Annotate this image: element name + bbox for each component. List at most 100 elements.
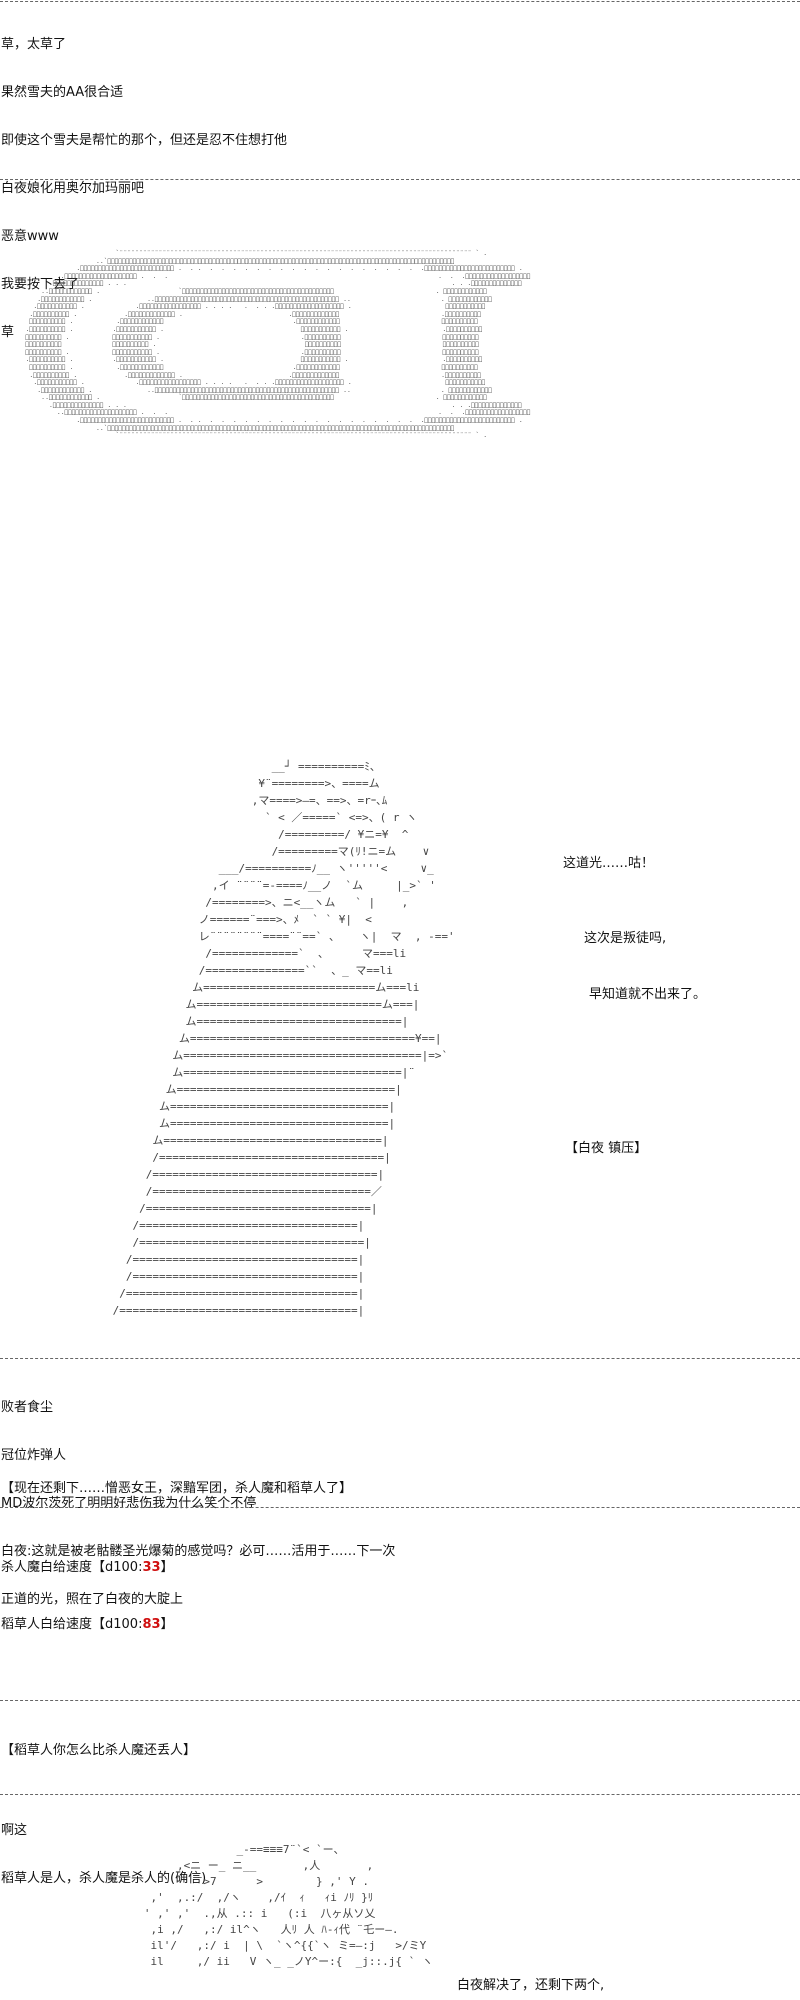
ascii-art-line: ,マ====>―=、==>、=rｰ､ﾑ xyxy=(106,794,388,807)
remaining-status: 【现在还剩下……憎恶女王，深黯军团，杀人魔和稻草人了】 xyxy=(1,1481,353,1496)
ascii-art-line: _-==≡≡≡7¨`< `ー、 xyxy=(18,1843,345,1856)
ascii-art-line: ,i ,/ ,:/ il^ヽ 人ﾘ 人 ﾊ-ｨ代 ¨乇ー―. xyxy=(18,1923,399,1936)
dice-roll-scarecrow: 稻草人白给速度【d100:83】 xyxy=(1,1617,174,1633)
ascii-art-line: __┘ ==========ﾐ、 xyxy=(106,760,381,773)
ascii-art-line: /==================================| xyxy=(106,1253,365,1266)
comment-line: 稻草人是人，杀人魔是杀人的(确信) xyxy=(1,1871,207,1886)
ascii-art-line: ム=================================| xyxy=(106,1100,396,1113)
ascii-art-line: /=========/ ¥ニ=¥ ^ xyxy=(106,828,409,841)
ascii-art-line: ¥¨========>、====ム xyxy=(106,777,380,790)
comment-line: 正道的光，照在了白夜的大腚上 xyxy=(1,1592,184,1607)
ascii-art-line: ム====================================|=>… xyxy=(106,1049,449,1062)
ascii-art-line: レ¨¨¨¨¨¨¨¨====¨¨==` 、 ヽ| マ , -==' xyxy=(106,930,455,943)
ascii-art-line: ム==================================¥==| xyxy=(106,1032,442,1045)
dice-value: 33 xyxy=(142,1560,161,1575)
ascii-art-line: ' ,' ,' .,从 .:: i (:i 八ヶ从ソ乂 xyxy=(18,1907,376,1920)
ascii-art-line: .ﾞﾞﾞﾞﾞﾞﾞﾞﾞﾞ . .ﾞﾞﾞﾞﾞﾞﾞﾞﾞﾞﾞ . ﾞﾞﾞﾞﾞﾞﾞﾞﾞﾞﾞ… xyxy=(10,325,483,333)
comment-line: 啊这 xyxy=(1,1823,28,1838)
ascii-art-line: `¨¨¨¨¨¨¨¨¨¨¨¨¨¨¨¨¨¨¨¨¨¨¨¨¨¨¨¨¨¨¨¨¨¨¨¨¨¨¨… xyxy=(10,432,488,440)
ascii-art-line: /===================================| xyxy=(106,1287,365,1300)
ascii-art-line: .ﾞﾞﾞﾞﾞﾞﾞﾞﾞﾞﾞﾞﾞﾞﾞﾞﾞﾞﾞﾞﾞﾞﾞﾞﾞﾞ . . . . . . … xyxy=(10,265,523,273)
ascii-art-line: .ﾞﾞﾞﾞﾞﾞﾞﾞﾞﾞﾞﾞﾞﾞﾞﾞﾞﾞﾞﾞﾞﾞﾞﾞﾞﾞ . . . . . . … xyxy=(10,417,523,425)
ascii-art-line: ム==========================ム===li xyxy=(106,981,420,994)
figure-ascii-art: __┘ ==========ﾐ、 ¥¨========>、====ム ,マ===… xyxy=(106,758,455,1319)
ascii-art-line: /==================================| xyxy=(106,1270,365,1283)
action-label: 【白夜 镇压】 xyxy=(565,1141,648,1156)
ascii-art-line: /=========マ(ﾘ!ニ=ム ∨ xyxy=(106,845,430,858)
bottom-comments: 【稻草人你怎么比杀人魔还丢人】 啊这 稻草人是人，杀人魔是杀人的(确信) xyxy=(1,1711,206,1919)
ascii-art-line: /====================================| xyxy=(106,1304,365,1317)
comment-line: 草，太草了 xyxy=(1,37,67,52)
ascii-art-line: ム=================================| xyxy=(106,1083,402,1096)
ascii-art-line: ノ======¨===>、ﾒ ` ` ¥| < xyxy=(106,913,372,926)
comment-line: 白夜娘化用奥尔加玛丽吧 xyxy=(1,181,145,196)
ascii-art-line: /==================================| xyxy=(106,1202,378,1215)
ascii-art-line: ﾞﾞﾞﾞﾞﾞﾞﾞﾞﾞ . ﾞﾞﾞﾞﾞﾞﾞﾞﾞﾞﾞ . .ﾞﾞﾞﾞﾞﾞﾞﾞﾞﾞ ﾞ… xyxy=(10,348,479,356)
comment-line: 我要按下去了 xyxy=(1,277,80,292)
divider xyxy=(0,1794,800,1795)
divider xyxy=(0,1358,800,1359)
comment-line: 【稻草人你怎么比杀人魔还丢人】 xyxy=(1,1743,197,1758)
comment-line: 败者食尘 xyxy=(1,1400,54,1415)
comment-line: 恶意www xyxy=(1,229,59,244)
ascii-art-line: ..ﾞﾞﾞﾞﾞﾞﾞﾞﾞﾞﾞﾞ . `ﾞﾞﾞﾞﾞﾞﾞﾞﾞﾞﾞﾞﾞﾞﾞﾞﾞﾞﾞﾞﾞﾞ… xyxy=(10,287,488,295)
ascii-art-line: /==================================| xyxy=(106,1151,391,1164)
dice-label: 稻草人白给速度【d100: xyxy=(1,1617,143,1632)
ascii-art-line: .ﾞﾞﾞﾞﾞﾞﾞﾞﾞﾞﾞﾞ . ..ﾞﾞﾞﾞﾞﾞﾞﾞﾞﾞﾞﾞﾞﾞﾞﾞﾞﾞﾞﾞﾞﾞ… xyxy=(10,295,493,303)
dice-close: 】 xyxy=(160,1560,174,1575)
middle-comments: 败者食尘 冠位炸弹人 MD波尔茨死了明明好悲伤我为什么笑个不停 白夜:这就是被老… xyxy=(1,1368,395,1640)
dice-roll-killer: 杀人魔白给速度【d100:33】 xyxy=(1,1560,174,1576)
ascii-art-line: ム============================ム===| xyxy=(106,998,420,1011)
ascii-art-line: il'/ ,:/ i | \ `ヽ^{{`ヽ ミ=—:j >/ミY xyxy=(18,1939,427,1952)
dialogue-line: 这道光……咕！ xyxy=(563,856,655,871)
ascii-art-line: ,' ,.:/ ,/ヽ ,/ｲ ｨ ｨi ﾉﾘ }ﾘ xyxy=(18,1891,374,1904)
dialogue-line: 早知道就不出来了。 xyxy=(589,987,707,1002)
ascii-art-line: .ﾞﾞﾞﾞﾞﾞﾞﾞﾞﾞﾞﾞﾞﾞ . . . . . .ﾞﾞﾞﾞﾞﾞﾞﾞﾞﾞﾞﾞﾞ… xyxy=(10,280,522,288)
ascii-art-line: `¨¨¨¨¨¨¨¨¨¨¨¨¨¨¨¨¨¨¨¨¨¨¨¨¨¨¨¨¨¨¨¨¨¨¨¨¨¨¨… xyxy=(10,250,488,257)
top-comments: 草，太草了 果然雪夫的AA很合适 即使这个雪夫是帮忙的那个，但还是忍不住想打他 … xyxy=(1,5,287,373)
comment-line: 白夜:这就是被老骷髅圣光爆菊的感觉吗？必可……活用于……下一次 xyxy=(1,1544,396,1559)
divider xyxy=(0,1,800,2)
ascii-art-line: ﾞﾞﾞﾞﾞﾞﾞﾞﾞﾞ . ﾞﾞﾞﾞﾞﾞﾞﾞﾞﾞﾞ . .ﾞﾞﾞﾞﾞﾞﾞﾞﾞﾞ ﾞ… xyxy=(10,333,479,341)
dialogue-line: 这次是叛徒吗, xyxy=(584,931,667,946)
ascii-art-line: .ﾞﾞﾞﾞﾞﾞﾞﾞﾞﾞﾞﾞ . ..ﾞﾞﾞﾞﾞﾞﾞﾞﾞﾞﾞﾞﾞﾞﾞﾞﾞﾞﾞﾞﾞﾞ… xyxy=(10,386,493,394)
ascii-art-line: ..ﾞﾞﾞﾞﾞﾞﾞﾞﾞﾞﾞﾞﾞﾞﾞﾞﾞﾞﾞﾞ . . . . . .ﾞﾞﾞﾞﾞﾞ… xyxy=(10,409,531,417)
ascii-art-line: il ,/ ii V ヽ_ _ノY^ー:{ _j::.j{ ` ヽ xyxy=(18,1955,433,1968)
ascii-art-line: /=================================／ xyxy=(106,1185,382,1198)
bottom-ascii-art: _-==≡≡≡7¨`< `ー、 ,<ニ ー_ ニ__ ,人 , ¨ ̄ >7 >… xyxy=(18,1842,433,1970)
ascii-art-line: ` < ／=====` <=>、( r ヽ xyxy=(106,811,418,824)
divider xyxy=(0,1507,800,1508)
ascii-art-line: /==================================| xyxy=(106,1168,385,1181)
comment-line: 即使这个雪夫是帮忙的那个，但还是忍不住想打他 xyxy=(1,133,288,148)
divider xyxy=(0,179,800,180)
comment-line: 冠位炸弹人 xyxy=(1,1448,67,1463)
ascii-art-line: ..ﾞﾞﾞﾞﾞﾞﾞﾞﾞﾞﾞﾞ . `ﾞﾞﾞﾞﾞﾞﾞﾞﾞﾞﾞﾞﾞﾞﾞﾞﾞﾞﾞﾞﾞﾞ… xyxy=(10,394,488,402)
divider xyxy=(0,1700,800,1701)
dice-close: 】 xyxy=(160,1617,174,1632)
ascii-art-line: .ﾞﾞﾞﾞﾞﾞﾞﾞﾞﾞ . .ﾞﾞﾞﾞﾞﾞﾞﾞﾞﾞﾞﾞﾞ . .ﾞﾞﾞﾞﾞﾞﾞﾞ… xyxy=(10,371,482,379)
ascii-art-line: ﾞﾞﾞﾞﾞﾞﾞﾞﾞﾞ ﾞﾞﾞﾞﾞﾞﾞﾞﾞﾞ . ﾞﾞﾞﾞﾞﾞﾞﾞﾞﾞ ﾞﾞﾞﾞﾞ… xyxy=(10,341,480,349)
ascii-art-line: /==================================| xyxy=(106,1236,371,1249)
ascii-art-line: ﾞﾞﾞﾞﾞﾞﾞﾞﾞﾞ . .ﾞﾞﾞﾞﾞﾞﾞﾞﾞﾞﾞﾞ .ﾞﾞﾞﾞﾞﾞﾞﾞﾞﾞﾞﾞ… xyxy=(10,318,479,326)
ascii-art-line: /===============`` 、_ マ==li xyxy=(106,964,393,977)
ascii-art-line: ,<ニ ー_ ニ__ ,人 , xyxy=(18,1859,374,1872)
ascii-art-line: ム===============================| xyxy=(106,1015,409,1028)
ascii-art-line: .ﾞﾞﾞﾞﾞﾞﾞﾞﾞﾞﾞ . .ﾞﾞﾞﾞﾞﾞﾞﾞﾞﾞﾞﾞﾞﾞﾞﾞﾞ . . . … xyxy=(10,379,486,387)
ascii-art-line: ..`ﾞﾞﾞﾞﾞﾞﾞﾞﾞﾞﾞﾞﾞﾞﾞﾞﾞﾞﾞﾞﾞﾞﾞﾞﾞﾞﾞﾞﾞﾞﾞﾞﾞﾞﾞﾞﾞ… xyxy=(10,257,455,265)
ascii-art-line: ム=================================| xyxy=(106,1134,389,1147)
ascii-art-line: .ﾞﾞﾞﾞﾞﾞﾞﾞﾞﾞ . .ﾞﾞﾞﾞﾞﾞﾞﾞﾞﾞﾞﾞﾞ . .ﾞﾞﾞﾞﾞﾞﾞﾞ… xyxy=(10,310,482,318)
ascii-art-line: ___/==========ﾉ__ ヽ'''''< ∨_ xyxy=(106,862,434,875)
ascii-art-line: ﾞﾞﾞﾞﾞﾞﾞﾞﾞﾞ . .ﾞﾞﾞﾞﾞﾞﾞﾞﾞﾞﾞﾞ .ﾞﾞﾞﾞﾞﾞﾞﾞﾞﾞﾞﾞ… xyxy=(10,363,479,371)
ascii-art-line: .ﾞﾞﾞﾞﾞﾞﾞﾞﾞﾞﾞ . .ﾞﾞﾞﾞﾞﾞﾞﾞﾞﾞﾞﾞﾞﾞﾞﾞﾞ . . . … xyxy=(10,303,486,311)
ascii-art-line: ¨ ̄ >7 > } ,' Y . xyxy=(18,1875,369,1888)
comment-line: 草 xyxy=(1,325,15,340)
ascii-art-line: ,イ ¨¨¨¨=-====ﾉ__ノ `ム |_>` ' xyxy=(106,879,436,892)
comment-line: 果然雪夫的AA很合适 xyxy=(1,85,124,100)
ascii-art-line: ..`ﾞﾞﾞﾞﾞﾞﾞﾞﾞﾞﾞﾞﾞﾞﾞﾞﾞﾞﾞﾞﾞﾞﾞﾞﾞﾞﾞﾞﾞﾞﾞﾞﾞﾞﾞﾞﾞ… xyxy=(10,424,455,432)
narration-line: 白夜解决了，还剩下两个, xyxy=(457,1978,605,1993)
ascii-art-line: ム=================================|¨ xyxy=(106,1066,416,1079)
comment-line: MD波尔茨死了明明好悲伤我为什么笑个不停 xyxy=(1,1496,257,1511)
dice-value: 83 xyxy=(142,1617,161,1632)
ascii-art-line: /=============` 、 マ===li xyxy=(106,947,407,960)
